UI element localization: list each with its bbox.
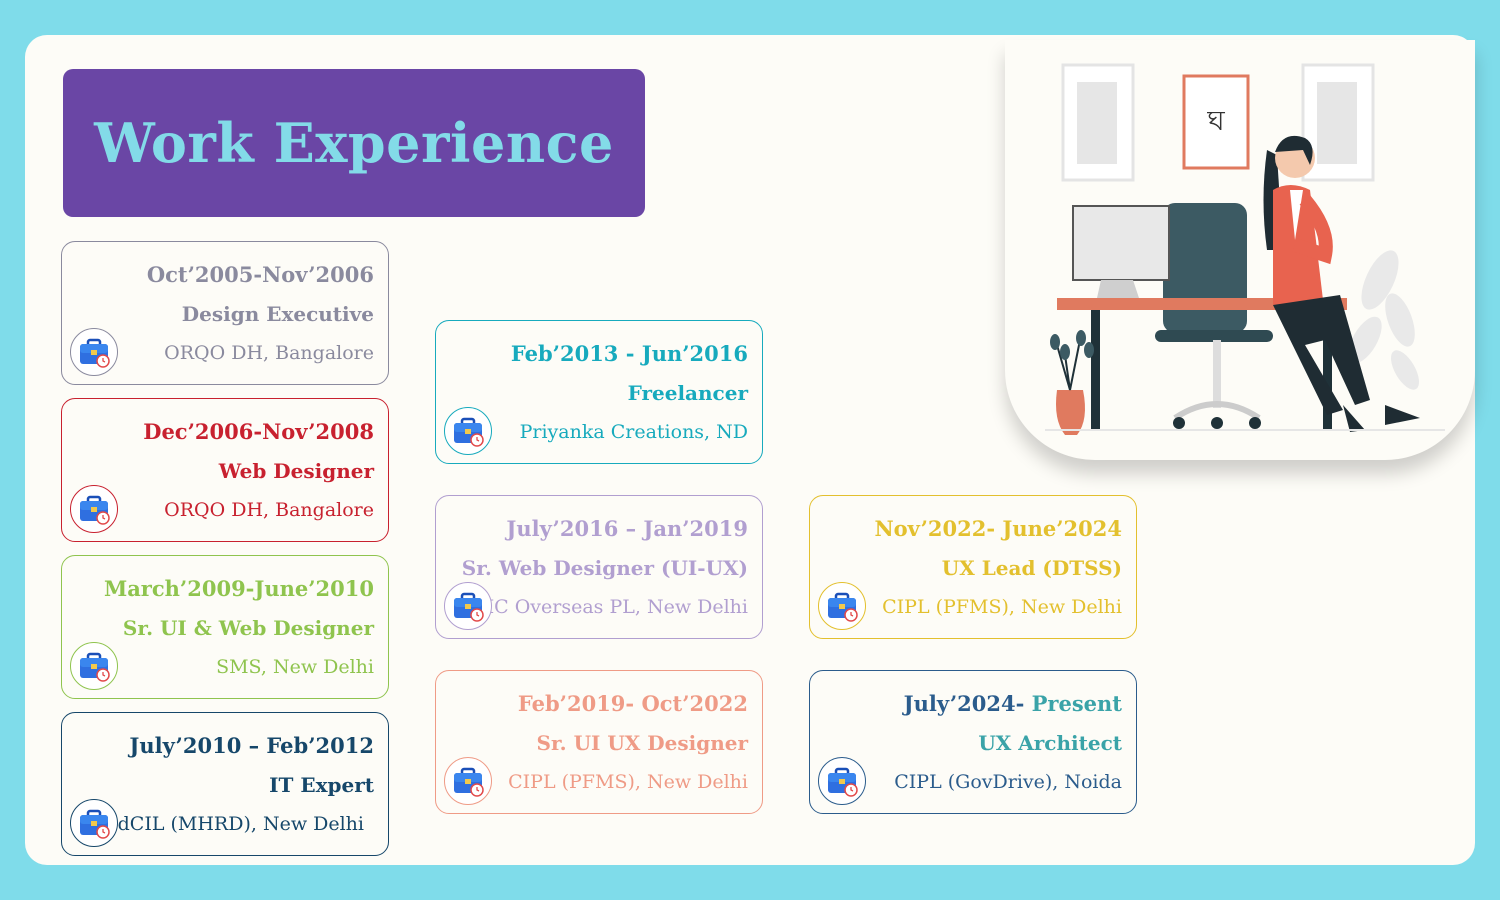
card-role: Freelancer: [627, 381, 748, 405]
wall-frame-right-icon: [1301, 63, 1375, 182]
wall-frame-center-icon: ঘ: [1182, 74, 1250, 170]
experience-card-5: Feb’2013 - Jun’2016 Freelancer Priyanka …: [435, 320, 763, 464]
briefcase-clock-icon: [444, 582, 492, 630]
briefcase-clock-icon: [70, 485, 118, 533]
card-role: UX Architect: [978, 731, 1122, 755]
page-title: Work Experience: [94, 111, 614, 175]
experience-card-9: July’2024- Present UX Architect CIPL (Go…: [809, 670, 1137, 814]
briefcase-clock-icon: [70, 642, 118, 690]
card-company: EdCIL (MHRD), New Delhi: [103, 813, 364, 835]
office-illustration: ঘ: [1005, 40, 1475, 460]
card-period: Oct’2005-Nov’2006: [146, 262, 374, 287]
briefcase-clock-icon: [818, 582, 866, 630]
card-period: July’2010 – Feb’2012: [129, 733, 374, 758]
card-period-present: Present: [1024, 691, 1122, 716]
experience-card-6: July’2016 – Jan’2019 Sr. Web Designer (U…: [435, 495, 763, 639]
card-period: July’2016 – Jan’2019: [506, 516, 748, 541]
title-banner: Work Experience: [63, 69, 645, 217]
card-period: Nov’2022- June’2024: [874, 516, 1122, 541]
card-role: UX Lead (DTSS): [941, 556, 1122, 580]
card-company: SMS, New Delhi: [216, 656, 374, 678]
card-company: Priyanka Creations, ND: [519, 421, 748, 443]
office-chair-icon: [1155, 203, 1273, 429]
card-company: ORQO DH, Bangalore: [164, 342, 374, 364]
card-role: Sr. UI UX Designer: [536, 731, 748, 755]
card-period: Feb’2019- Oct’2022: [517, 691, 748, 716]
briefcase-clock-icon: [70, 799, 118, 847]
frame-logo-text: ঘ: [1206, 104, 1225, 137]
card-role: Design Executive: [181, 302, 374, 326]
potted-plant-icon: [1050, 330, 1094, 435]
card-period: March’2009-June’2010: [103, 576, 374, 601]
experience-card-8: Nov’2022- June’2024 UX Lead (DTSS) CIPL …: [809, 495, 1137, 639]
computer-monitor-icon: [1072, 205, 1170, 298]
card-period: July’2024- Present: [904, 691, 1122, 716]
card-company: ORQO DH, Bangalore: [164, 499, 374, 521]
card-company: CIPL (GovDrive), Noida: [894, 771, 1122, 793]
briefcase-clock-icon: [70, 328, 118, 376]
experience-card-3: March’2009-June’2010 Sr. UI & Web Design…: [61, 555, 389, 699]
briefcase-clock-icon: [444, 407, 492, 455]
woman-figure-icon: [1263, 135, 1420, 432]
experience-card-7: Feb’2019- Oct’2022 Sr. UI UX Designer CI…: [435, 670, 763, 814]
card-role: Sr. UI & Web Designer: [122, 616, 374, 640]
card-company: CIPL (PFMS), New Delhi: [508, 771, 748, 793]
card-period: Feb’2013 - Jun’2016: [510, 341, 748, 366]
experience-card-1: Oct’2005-Nov’2006 Design Executive ORQO …: [61, 241, 389, 385]
experience-card-2: Dec’2006-Nov’2008 Web Designer ORQO DH, …: [61, 398, 389, 542]
card-period: Dec’2006-Nov’2008: [143, 419, 374, 444]
background-plant-icon: [1348, 250, 1419, 390]
card-role: IT Expert: [269, 773, 374, 797]
card-company: JMC Overseas PL, New Delhi: [467, 596, 748, 618]
briefcase-clock-icon: [444, 757, 492, 805]
briefcase-clock-icon: [818, 757, 866, 805]
card-role: Web Designer: [218, 459, 374, 483]
card-company: CIPL (PFMS), New Delhi: [882, 596, 1122, 618]
wall-frame-left-icon: [1061, 63, 1135, 182]
woman-at-desk-illustration: ঘ: [1045, 63, 1445, 435]
experience-card-4: July’2010 – Feb’2012 IT Expert EdCIL (MH…: [61, 712, 389, 856]
card-role: Sr. Web Designer (UI-UX): [461, 556, 748, 580]
card-period-dates: July’2024-: [903, 691, 1025, 716]
